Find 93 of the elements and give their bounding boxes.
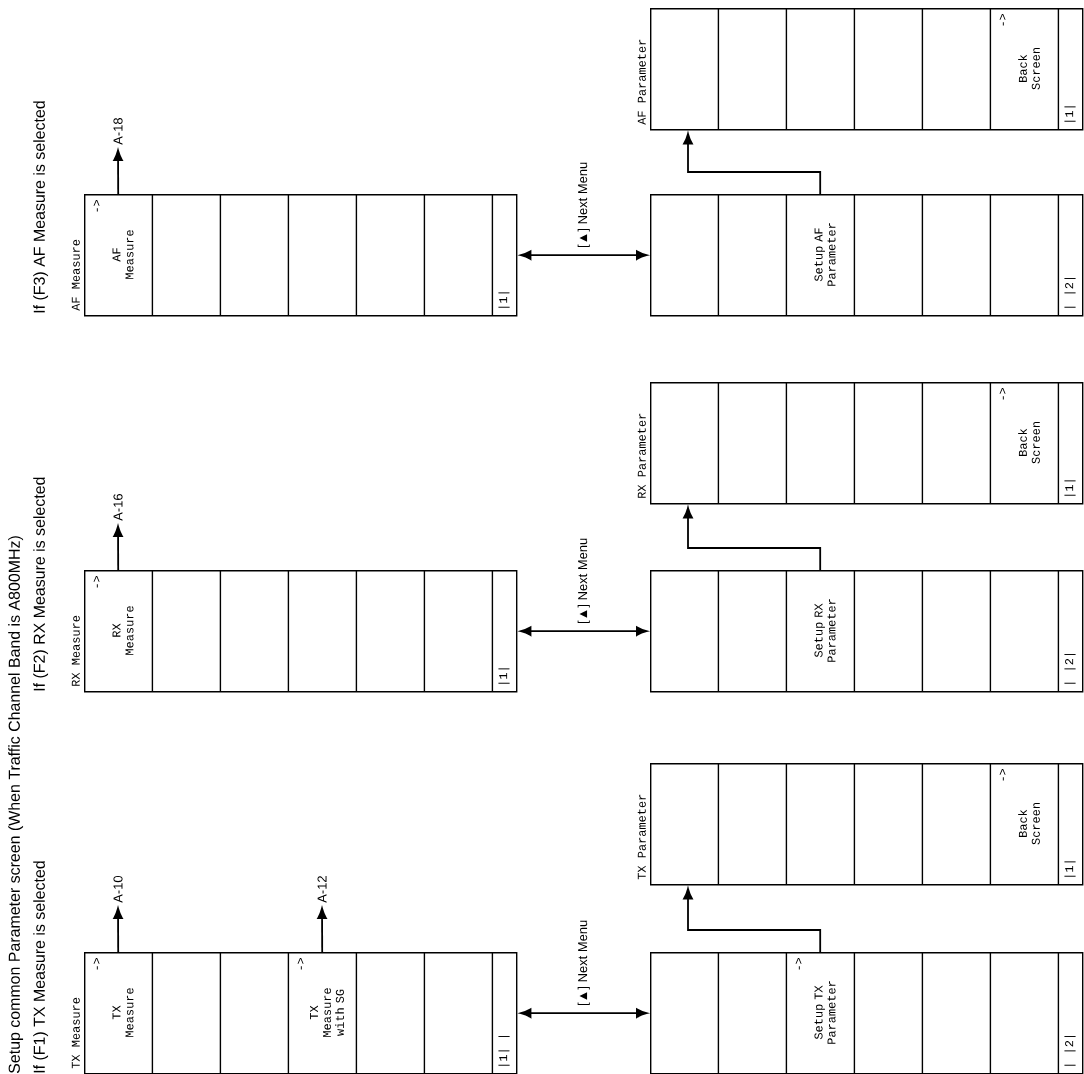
page-reference: A-18 — [113, 118, 123, 145]
softkey-cell — [491, 951, 494, 1074]
softkey-cell — [355, 193, 358, 317]
page-reference: A-12 — [317, 876, 327, 903]
softkey-cell — [287, 569, 290, 693]
arrow — [113, 525, 123, 571]
softkey-cell: -> AF Measure — [93, 193, 154, 317]
softkey-cell — [921, 7, 924, 131]
softkey-cell — [423, 951, 426, 1074]
softkey-cell — [921, 193, 924, 317]
edge-label: [▲] Next Menu — [577, 920, 590, 1006]
softkey-cell — [785, 7, 788, 131]
softkey-cell: |1| | — [498, 1036, 510, 1066]
softkey-cell: Setup AF Parameter — [814, 193, 856, 317]
softkey-cell — [219, 951, 222, 1074]
softkey-cell: | |2| — [1064, 1036, 1076, 1066]
edge-label: [▲] Next Menu — [577, 162, 590, 248]
edge-label: [▲] Next Menu — [577, 538, 590, 624]
softkey-cell — [423, 193, 426, 317]
softkey-cell: |1| — [1064, 861, 1076, 877]
softkey-cell: |1| — [1064, 480, 1076, 496]
softkey-cell — [989, 569, 992, 693]
softkey-cell — [1057, 193, 1060, 317]
softkey-cell — [717, 951, 720, 1074]
page-reference: A-16 — [113, 494, 123, 521]
arrow — [520, 1008, 648, 1018]
menu-screen — [650, 952, 1084, 1074]
screen-title: AF Parameter — [637, 39, 646, 125]
softkey-cell: | |2| — [1064, 654, 1076, 684]
softkey-cell — [853, 7, 856, 131]
softkey-cell: -> TX Measure — [93, 951, 154, 1074]
screen-title: RX Parameter — [637, 413, 646, 498]
softkey-cell: |1| — [1064, 106, 1076, 122]
menu-screen — [650, 570, 1084, 693]
softkey-cell — [219, 193, 222, 317]
softkey-cell — [785, 762, 788, 886]
softkey-cell — [853, 762, 856, 886]
softkey-cell — [1057, 569, 1060, 693]
softkey-cell: -> Setup TX Parameter — [795, 951, 856, 1074]
softkey-cell — [785, 569, 788, 693]
condition-note: If (F2) RX Measure is selected — [33, 477, 49, 691]
softkey-cell: |1| — [498, 292, 510, 308]
softkey-cell — [785, 951, 788, 1074]
softkey-cell — [989, 193, 992, 317]
softkey-cell: -> TX Measure with SG — [297, 951, 358, 1074]
softkey-cell — [1057, 951, 1060, 1074]
softkey-cell: -> Back Screen — [999, 7, 1060, 131]
condition-note: If (F1) TX Measure is selected — [33, 861, 49, 1073]
softkey-cell — [287, 193, 290, 317]
softkey-cell — [989, 762, 992, 886]
softkey-cell — [921, 762, 924, 886]
arrow — [683, 133, 822, 195]
arrow — [113, 907, 123, 953]
softkey-cell — [717, 381, 720, 505]
softkey-cell: |1| — [498, 668, 510, 684]
softkey-cell — [785, 381, 788, 505]
softkey-cell — [287, 951, 290, 1074]
softkey-cell — [717, 569, 720, 693]
arrow — [113, 149, 123, 195]
softkey-cell — [491, 569, 494, 693]
softkey-cell — [853, 381, 856, 505]
softkey-cell — [989, 7, 992, 131]
condition-note: If (F3) AF Measure is selected — [33, 101, 49, 313]
softkey-cell — [491, 193, 494, 317]
softkey-cell — [423, 569, 426, 693]
arrow — [520, 250, 648, 260]
softkey-cell — [921, 381, 924, 505]
softkey-cell: | |2| — [1064, 278, 1076, 308]
diagram-title: Setup common Parameter screen (When Traffic Channel Band is A800MHz) — [8, 536, 24, 1074]
arrow — [683, 507, 822, 571]
arrow — [317, 907, 327, 953]
softkey-cell: -> Back Screen — [999, 762, 1060, 886]
softkey-cell — [785, 193, 788, 317]
arrow — [683, 888, 822, 953]
softkey-cell: -> RX Measure — [93, 569, 154, 693]
softkey-cell: -> Back Screen — [999, 381, 1060, 505]
softkey-cell — [921, 951, 924, 1074]
softkey-cell — [717, 762, 720, 886]
menu-screen — [650, 194, 1084, 317]
screen-title: TX Measure — [71, 997, 80, 1069]
softkey-cell — [219, 569, 222, 693]
screen-title: TX Parameter — [637, 794, 646, 880]
softkey-cell — [989, 951, 992, 1074]
softkey-cell — [921, 569, 924, 693]
softkey-cell: Setup RX Parameter — [814, 569, 856, 693]
screen-title: RX Measure — [71, 615, 80, 686]
screen-title: AF Measure — [71, 239, 80, 311]
softkey-cell — [717, 7, 720, 131]
softkey-cell — [717, 193, 720, 317]
arrow — [520, 626, 648, 636]
softkey-cell — [989, 381, 992, 505]
softkey-cell — [355, 569, 358, 693]
page-reference: A-10 — [113, 875, 123, 903]
